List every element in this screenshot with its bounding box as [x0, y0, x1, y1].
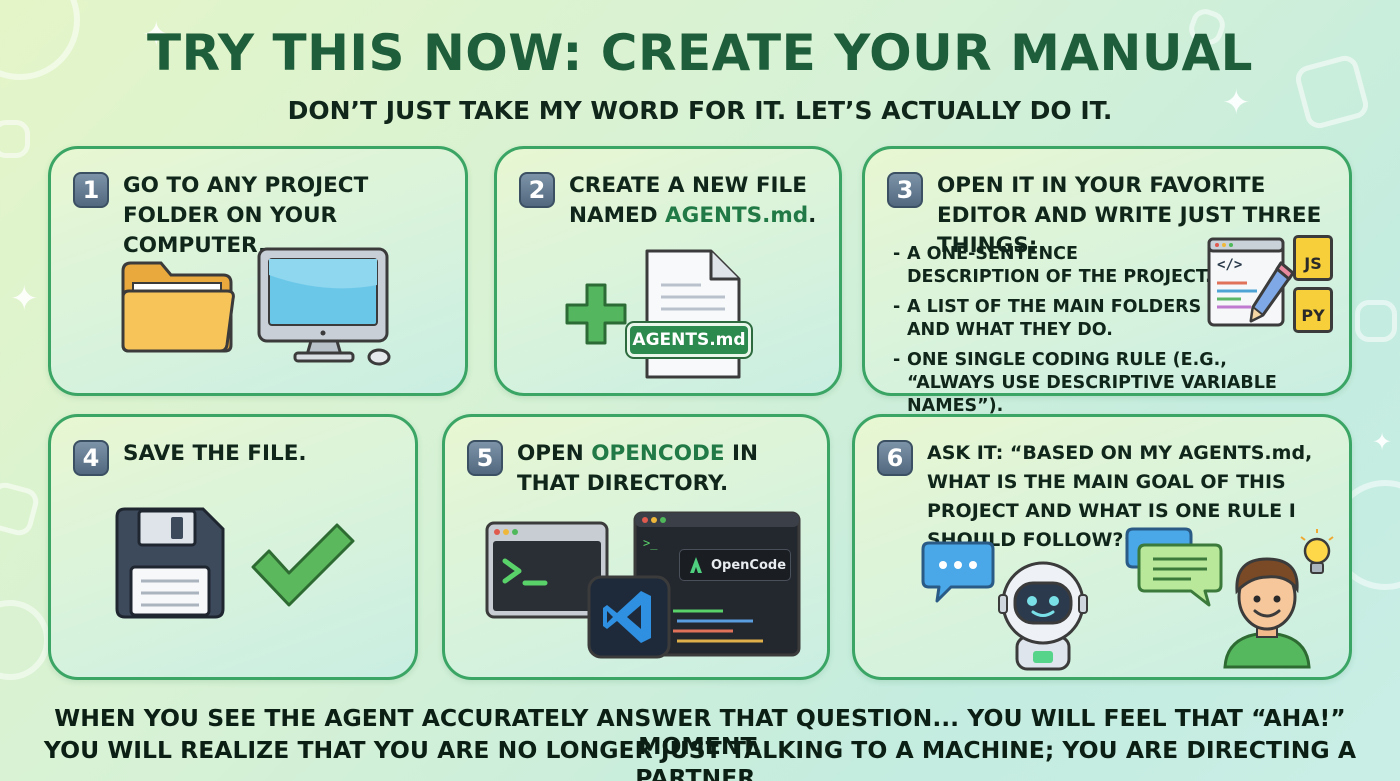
decor-square	[0, 479, 42, 539]
pencil-icon	[1249, 261, 1295, 323]
folder-icon	[121, 261, 235, 353]
step-card-5: 5 OPEN OPENCODE IN THAT DIRECTORY. >_ Op…	[442, 414, 830, 680]
svg-text:</>: </>	[1217, 257, 1242, 273]
step-card-3: 3 OPEN IT IN YOUR FAVORITE EDITOR AND WR…	[862, 146, 1352, 416]
sparkle-icon: ✦	[1372, 428, 1393, 456]
plus-icon	[565, 283, 627, 345]
decor-square	[1355, 300, 1397, 342]
filename-label: AGENTS.md	[627, 323, 751, 357]
step-text: GO TO ANY PROJECT FOLDER ON YOUR COMPUTE…	[123, 173, 369, 258]
monitor-icon	[257, 247, 391, 366]
highlighted-filename: AGENTS.md	[665, 203, 809, 228]
code-window-icon: >_	[633, 511, 801, 657]
terminal-icon	[485, 521, 609, 619]
sparkle-icon: ✦	[10, 279, 39, 319]
decor-square	[0, 120, 30, 158]
step-card-4: 4 SAVE THE FILE.	[48, 414, 418, 680]
step-card-6: 6 ASK IT: “BASED ON MY AGENTS.md, WHAT I…	[852, 414, 1352, 680]
footer-line-2: YOU WILL REALIZE THAT YOU ARE NO LONGER …	[43, 736, 1357, 781]
step-number-badge: 5	[467, 440, 503, 476]
lightbulb-icon	[1300, 529, 1334, 574]
decor-ring	[0, 600, 50, 680]
step-number-badge: 4	[73, 440, 109, 476]
sparkle-icon: ✦	[142, 15, 171, 55]
vscode-icon	[587, 575, 671, 659]
robot-icon	[998, 561, 1088, 671]
chat-bubble-icon	[1125, 527, 1223, 607]
opencode-label: OpenCode	[711, 557, 787, 573]
highlighted-app-name: OPENCODE	[591, 441, 725, 466]
step-text: OPEN OPENCODE IN THAT DIRECTORY.	[517, 441, 758, 496]
footer-line-1: WHEN YOU SEE THE AGENT ACCURATELY ANSWER…	[54, 704, 1346, 760]
step-number-badge: 1	[73, 172, 109, 208]
step-text: CREATE A NEW FILE NAMED AGENTS.md.	[569, 173, 817, 228]
page-title: TRY THIS NOW: CREATE YOUR MANUAL	[146, 24, 1253, 82]
svg-text:>_: >_	[643, 536, 658, 550]
js-file-badge: JS	[1293, 235, 1333, 281]
step-number-badge: 6	[877, 440, 913, 476]
step-card-2: 2 CREATE A NEW FILE NAMED AGENTS.md. AGE…	[494, 146, 842, 396]
step-number-badge: 2	[519, 172, 555, 208]
step-number-badge: 3	[887, 172, 923, 208]
chat-bubble-icon	[921, 541, 995, 603]
list-item: -A LIST OF THE MAIN FOLDERS AND WHAT THE…	[893, 297, 1202, 340]
opencode-app-badge: OpenCode	[679, 549, 791, 581]
opencode-logo-icon	[690, 557, 702, 573]
step-text: OPEN IT IN YOUR FAVORITE EDITOR AND WRIT…	[937, 173, 1322, 258]
list-item: -ONE SINGLE CODING RULE (E.G., “ALWAYS U…	[893, 350, 1277, 416]
person-icon	[1223, 557, 1311, 669]
list-item: -A ONE-SENTENCE DESCRIPTION OF THE PROJE…	[893, 244, 1212, 287]
step-text: SAVE THE FILE.	[123, 441, 307, 466]
document-icon	[645, 249, 741, 379]
py-file-badge: PY	[1293, 287, 1333, 333]
bullet-list: -A ONE-SENTENCE DESCRIPTION OF THE PROJE…	[893, 243, 1277, 425]
page-subtitle: DON’T JUST TAKE MY WORD FOR IT. LET’S AC…	[287, 96, 1113, 125]
sparkle-icon: ✦	[1222, 83, 1251, 123]
step-card-1: 1 GO TO ANY PROJECT FOLDER ON YOUR COMPU…	[48, 146, 468, 396]
floppy-disk-icon	[115, 507, 225, 619]
checkmark-icon	[251, 523, 355, 607]
